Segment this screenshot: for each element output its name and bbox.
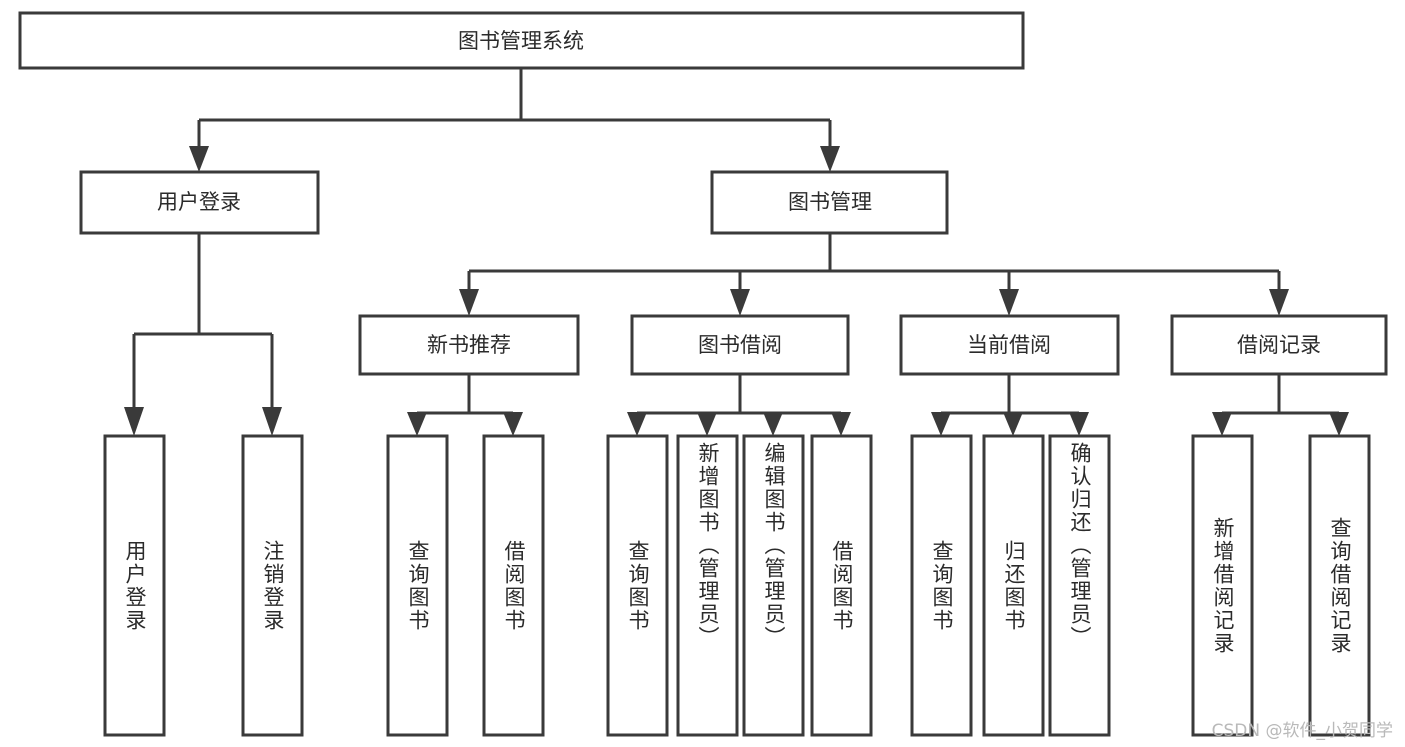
- node-leaf-return-book-rect[interactable]: [982, 434, 1045, 737]
- watermark-text: CSDN @软件_小贺同学: [1211, 721, 1393, 741]
- connector-group-book-manage: [459, 233, 1289, 316]
- node-borrow-record-rect[interactable]: [1170, 314, 1388, 376]
- arrow-head-leaf-query-book-recommend: [407, 412, 427, 436]
- arrow-head-leaf-query-book-current: [931, 412, 951, 436]
- node-leaf-logout-login-rect[interactable]: [241, 434, 304, 737]
- connector-group-borrow-record: [1212, 374, 1349, 436]
- node-leaf-user-login-rect[interactable]: [103, 434, 166, 737]
- node-leaf-edit-book-admin-rect[interactable]: [742, 434, 805, 737]
- arrow-head-leaf-add-borrow-record: [1212, 412, 1232, 436]
- arrow-head-new-book-recommend: [459, 289, 479, 316]
- arrow-head-leaf-add-book-admin: [697, 412, 717, 436]
- node-current-borrow-label: 当前借阅: [967, 333, 1051, 357]
- node-book-manage[interactable]: 图书管理: [710, 170, 949, 235]
- node-leaf-query-borrow-record-rect[interactable]: [1308, 434, 1371, 737]
- node-book-borrow-rect[interactable]: [630, 314, 850, 376]
- arrow-head-book-borrow: [730, 289, 750, 316]
- arrow-head-leaf-borrow-book-borrow: [831, 412, 851, 436]
- node-borrow-record[interactable]: 借阅记录: [1170, 314, 1388, 376]
- arrow-head-current-borrow: [999, 289, 1019, 316]
- node-book-manage-label: 图书管理: [788, 190, 872, 214]
- arrow-head-book-manage: [820, 146, 840, 172]
- arrow-head-leaf-user-login: [124, 407, 144, 436]
- arrow-head-leaf-return-book: [1003, 412, 1023, 436]
- arrow-head-user-login: [189, 146, 209, 172]
- node-leaf-query-book-current-rect[interactable]: [910, 434, 973, 737]
- connector-group-current-borrow: [931, 374, 1089, 436]
- arrow-head-leaf-logout-login: [262, 407, 282, 436]
- node-root-rect[interactable]: [18, 11, 1025, 70]
- connector-group-user-login: [124, 233, 282, 436]
- node-user-login[interactable]: 用户登录: [79, 170, 320, 235]
- arrow-head-leaf-borrow-book-recommend: [503, 412, 523, 436]
- node-current-borrow-rect[interactable]: [899, 314, 1120, 376]
- node-leaf-query-book-recommend-rect[interactable]: [386, 434, 449, 737]
- node-leaf-add-book-admin-rect[interactable]: [676, 434, 739, 737]
- node-root-label: 图书管理系统: [458, 29, 584, 53]
- leaf-nodes-group: [103, 434, 1371, 737]
- connector-group-root: [189, 68, 840, 172]
- node-new-book-recommend-rect[interactable]: [358, 314, 580, 376]
- node-root[interactable]: 图书管理系统: [18, 11, 1025, 70]
- arrow-head-leaf-query-book-borrow: [627, 412, 647, 436]
- node-user-login-rect[interactable]: [79, 170, 320, 235]
- node-leaf-borrow-book-borrow-rect[interactable]: [810, 434, 873, 737]
- node-borrow-record-label: 借阅记录: [1237, 333, 1321, 357]
- connector-group-new-book-recommend: [407, 374, 523, 436]
- node-book-manage-rect[interactable]: [710, 170, 949, 235]
- node-new-book-recommend-label: 新书推荐: [427, 333, 511, 357]
- node-user-login-label: 用户登录: [157, 190, 241, 214]
- node-book-borrow[interactable]: 图书借阅: [630, 314, 850, 376]
- arrow-head-borrow-record: [1269, 289, 1289, 316]
- node-leaf-add-borrow-record-rect[interactable]: [1191, 434, 1254, 737]
- node-leaf-query-book-borrow-rect[interactable]: [606, 434, 669, 737]
- arrow-head-leaf-edit-book-admin: [763, 412, 783, 436]
- node-leaf-borrow-book-recommend-rect[interactable]: [482, 434, 545, 737]
- node-current-borrow[interactable]: 当前借阅: [899, 314, 1120, 376]
- arrow-head-leaf-query-borrow-record: [1329, 412, 1349, 436]
- node-leaf-confirm-return-admin-rect[interactable]: [1048, 434, 1111, 737]
- connector-group-book-borrow: [627, 374, 851, 436]
- node-new-book-recommend[interactable]: 新书推荐: [358, 314, 580, 376]
- node-book-borrow-label: 图书借阅: [698, 333, 782, 357]
- arrow-head-leaf-confirm-return-admin: [1069, 412, 1089, 436]
